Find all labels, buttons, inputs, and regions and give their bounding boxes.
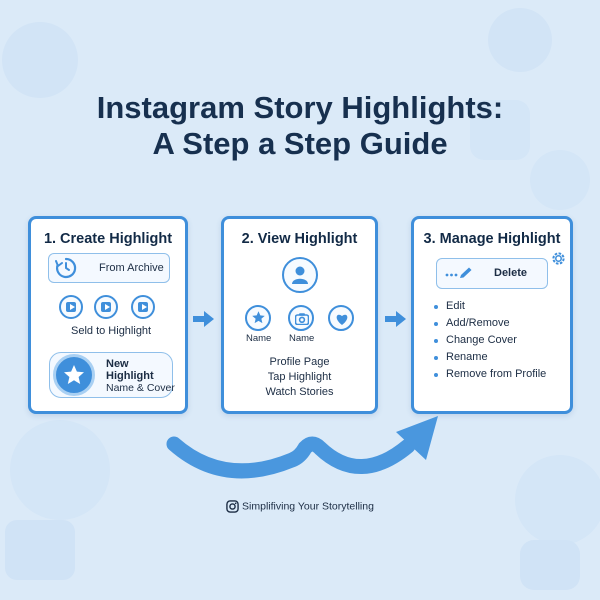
story-thumb-icon[interactable]: [59, 295, 83, 319]
from-archive-label: From Archive: [99, 262, 164, 274]
manage-option-change-cover[interactable]: Change Cover: [432, 334, 546, 351]
delete-button[interactable]: Delete: [436, 258, 548, 289]
page-title: Instagram Story Highlights: A Step a Ste…: [0, 90, 600, 162]
new-highlight-star-icon: [53, 354, 95, 396]
step-manage-card: 3. Manage Highlight Delete: [411, 216, 573, 414]
step-create-title: 1. Create Highlight: [43, 231, 173, 247]
delete-label: Delete: [494, 267, 528, 279]
manage-options-list: Edit Add/Remove Change Cover Rename Remo…: [432, 300, 546, 385]
step-view-title: 2. View Highlight: [241, 231, 358, 247]
next-step-arrow-icon: [385, 311, 406, 327]
footer-tagline: Simplifiving Your Storytelling: [242, 500, 374, 513]
manage-option-add-remove[interactable]: Add/Remove: [432, 317, 546, 334]
profile-avatar-icon[interactable]: [282, 257, 318, 293]
new-highlight-label: New Highlight: [106, 358, 154, 382]
select-to-highlight-label: Seld to Highlight: [71, 325, 152, 337]
view-steps-list: Profile Page Tap Highlight Watch Stories: [224, 355, 375, 400]
step-create-card: 1. Create Highlight From Archive Seld to…: [28, 216, 188, 414]
manage-option-rename[interactable]: Rename: [432, 351, 546, 368]
highlight-name-label: Name: [246, 333, 272, 344]
edit-pencil-icon: [445, 267, 472, 278]
highlight-camera-icon[interactable]: [288, 305, 314, 331]
view-step-line: Tap Highlight: [267, 371, 332, 383]
highlight-heart-icon[interactable]: [328, 305, 354, 331]
story-thumb-icon[interactable]: [94, 295, 118, 319]
flow-curve-arrow-icon: [166, 416, 438, 479]
from-archive-option[interactable]: From Archive: [48, 253, 170, 283]
view-step-line: Watch Stories: [265, 386, 334, 398]
new-highlight-option[interactable]: New Highlight Name & Cover: [49, 352, 175, 398]
title-line-1: Instagram Story Highlights:: [96, 90, 504, 125]
title-line-2: A Step a Step Guide: [152, 126, 448, 161]
next-step-arrow-icon: [193, 311, 214, 327]
step-view-card: 2. View Highlight Name Name Profile Page…: [221, 216, 378, 414]
footer: Simplifiving Your Storytelling: [0, 500, 600, 513]
manage-option-edit[interactable]: Edit: [432, 300, 546, 317]
step-manage-title: 3. Manage Highlight: [423, 231, 561, 247]
archive-clock-icon: [55, 257, 77, 279]
story-thumb-icon[interactable]: [131, 295, 155, 319]
name-cover-label: Name & Cover: [106, 382, 175, 394]
highlight-name-label: Name: [289, 333, 315, 344]
settings-gear-icon[interactable]: [550, 250, 567, 267]
highlight-star-icon[interactable]: [245, 305, 271, 331]
view-step-line: Profile Page: [269, 356, 330, 368]
manage-option-remove-from-profile[interactable]: Remove from Profile: [432, 368, 546, 385]
instagram-icon: [226, 500, 239, 513]
